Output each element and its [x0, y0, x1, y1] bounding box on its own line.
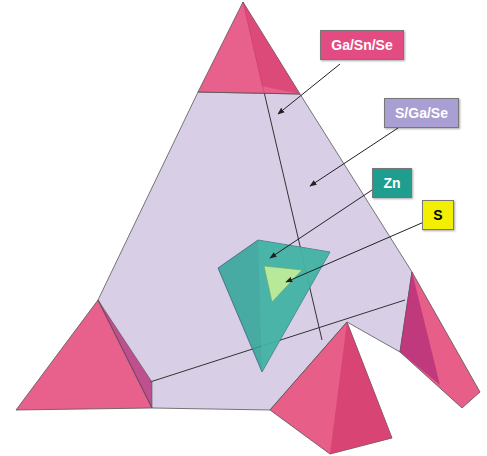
label-text: S — [432, 207, 444, 223]
zn-tetrahedron-face — [258, 240, 330, 372]
zn-tetrahedron — [218, 240, 330, 372]
gasnse-corner — [270, 322, 392, 454]
leader-line — [278, 64, 340, 114]
gasnse-corner — [16, 300, 152, 410]
leader-line — [270, 190, 372, 258]
gasnse-corner-face — [98, 300, 152, 408]
gasnse-corner — [198, 2, 300, 94]
sgase-face — [98, 92, 412, 410]
leader-line — [286, 222, 424, 282]
phase-label: Ga/Sn/Se — [320, 30, 404, 60]
s-tetrahedron — [264, 266, 302, 302]
label-text: Ga/Sn/Se — [330, 37, 394, 53]
gasnse-corner-face — [400, 272, 440, 385]
label-text: Zn — [382, 175, 402, 191]
phase-label: Zn — [372, 168, 412, 198]
gasnse-corner — [400, 272, 480, 408]
phase-label: S — [422, 200, 454, 230]
label-text: S/Ga/Se — [394, 105, 449, 121]
gasnse-corner-face — [243, 2, 300, 94]
phase-label: S/Ga/Se — [384, 98, 459, 128]
gasnse-corner-face — [330, 322, 392, 454]
